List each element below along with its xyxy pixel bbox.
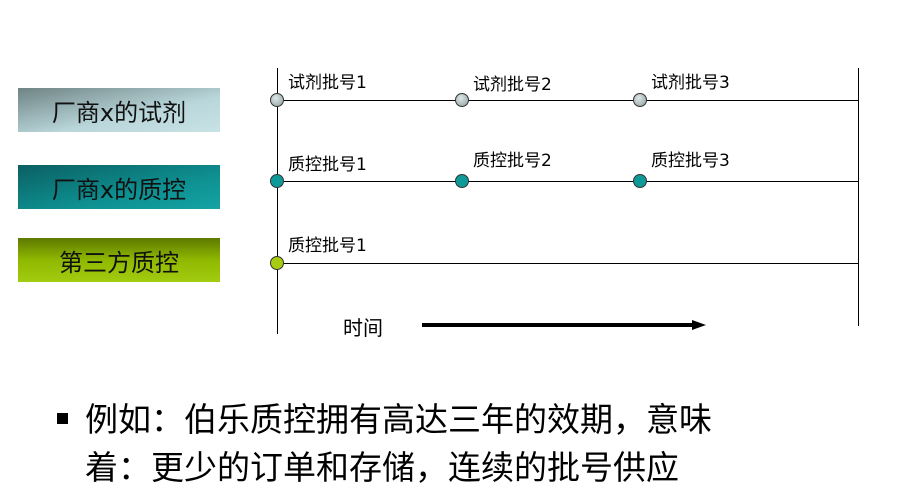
legend-manufacturer-qc: 厂商x的质控 (18, 165, 220, 209)
reagent-lot-3-marker (633, 93, 647, 107)
qc-lot-1-marker (270, 174, 284, 188)
reagent-lot-2-marker (455, 93, 469, 107)
third-party-qc-lot-1-label: 质控批号1 (288, 236, 367, 256)
time-axis-label: 时间 (343, 316, 383, 340)
third-party-qc-timeline (277, 263, 858, 264)
reagent-lot-2-label: 试剂批号2 (473, 75, 552, 95)
reagent-lot-3-label: 试剂批号3 (651, 73, 730, 93)
bullet-icon (57, 413, 68, 424)
legend-reagent: 厂商x的试剂 (18, 88, 220, 132)
manufacturer-qc-timeline (277, 181, 858, 182)
reagent-timeline (277, 100, 858, 101)
qc-lot-3-marker (633, 174, 647, 188)
qc-lot-1-label: 质控批号1 (288, 155, 367, 175)
qc-lot-2-marker (455, 174, 469, 188)
qc-lot-2-label: 质控批号2 (473, 151, 552, 171)
reagent-lot-1-marker (270, 93, 284, 107)
bullet-text-line-1: 例如：伯乐质控拥有高达三年的效期，意味 (85, 400, 712, 439)
time-arrow-icon (422, 320, 706, 330)
qc-lot-3-label: 质控批号3 (651, 151, 730, 171)
timeline-end-line (858, 68, 859, 326)
bullet-text-line-2: 着：更少的订单和存储，连续的批号供应 (85, 448, 679, 487)
reagent-lot-1-label: 试剂批号1 (288, 73, 367, 93)
third-party-qc-lot-1-marker (270, 256, 284, 270)
timeline-start-line (277, 68, 278, 334)
legend-third-party-qc: 第三方质控 (18, 238, 220, 282)
